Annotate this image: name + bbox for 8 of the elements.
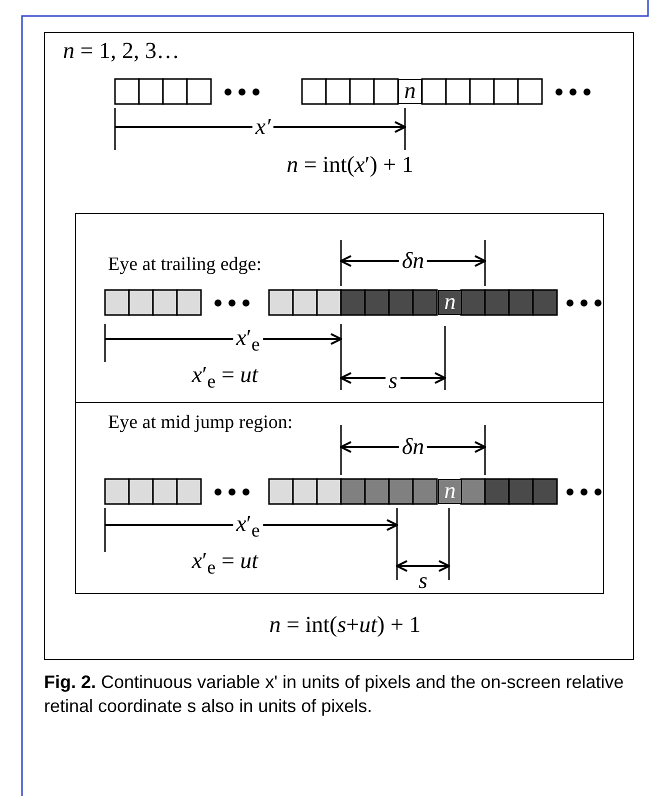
panel-title: Eye at mid jump region: <box>108 411 293 435</box>
figure-caption: Fig. 2. Continuous variable x' in units of pixels and the on-screen relative retinal coordinate s also in units of pixels. <box>44 671 625 718</box>
pixel-cell: n <box>398 79 422 104</box>
dimension-label: s <box>418 568 428 594</box>
panel-box <box>75 402 604 594</box>
pixel-cell: n <box>438 479 462 504</box>
panel-title: Eye at trailing edge: <box>108 253 263 277</box>
pixel-cell: n <box>438 290 462 315</box>
